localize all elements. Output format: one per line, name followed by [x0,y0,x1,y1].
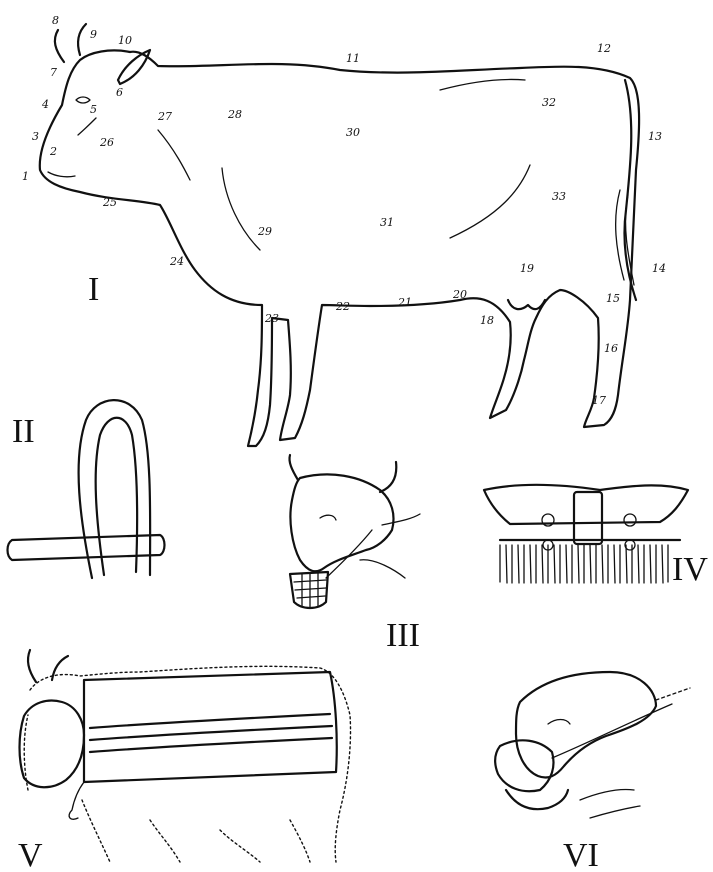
part-number: 29 [257,225,272,238]
cow-horn [52,656,68,680]
figure-iii-muzzled-head: III [289,455,420,654]
part-number: 17 [592,394,606,407]
part-number: 33 [552,190,566,203]
part-number: 30 [346,126,360,139]
comb-rivet [624,514,636,526]
head-eye [320,515,336,520]
figure-label-iii: III [386,617,420,654]
muzzle-strap [326,530,372,578]
part-number: 16 [604,342,618,355]
part-number: 14 [652,262,666,275]
part-number: 19 [520,262,534,275]
neck-line [360,514,420,578]
cow-horn [28,650,36,682]
part-number: 21 [397,296,412,309]
bow-outer [79,400,151,578]
muzzle-weave [294,573,326,608]
figure-i-cow: 1 2 3 4 5 6 7 8 9 10 11 12 13 14 15 16 1… [22,14,666,446]
part-number: 32 [542,96,556,109]
jaw [506,790,568,809]
part-number: 6 [116,86,123,99]
figure-vi-masked-head: VI [495,672,690,872]
part-number: 8 [52,14,59,27]
neck-line [580,789,640,818]
cow-horn-left [55,30,64,62]
blanket-stripe-3 [90,738,332,752]
contour-chest [222,168,260,250]
part-number: 4 [41,98,49,111]
head-outline [290,474,393,571]
cow-dotted-outline [24,666,350,862]
part-number: 28 [227,108,242,121]
cow-udder [508,300,545,309]
contour-shoulder [158,130,190,180]
part-number: 12 [597,42,611,55]
part-number: 13 [648,130,662,143]
part-number: 22 [335,300,350,313]
part-number: 5 [90,103,97,116]
comb-bristles [500,545,668,583]
figure-label-ii: II [12,413,35,450]
blanket-stripe-1 [90,714,330,728]
mask-strap-dashed [656,688,690,700]
part-number: 24 [169,255,184,268]
part-number: 3 [32,130,39,143]
bow-inner [96,418,138,575]
figure-iv-curry-comb: IV [484,485,708,588]
figure-label-i: I [88,271,99,308]
head-eye [548,720,570,725]
part-number: 20 [452,288,467,301]
cow-head-shape [20,701,85,788]
part-number: 25 [102,196,117,209]
cow-mouth [48,172,75,177]
contour-belly [450,165,530,238]
figure-label-vi: VI [563,837,599,872]
contour-face [78,118,96,135]
mask-strap [552,704,672,758]
part-number: 31 [380,216,394,229]
part-number: 23 [264,312,279,325]
part-number: 9 [90,28,97,41]
part-number: 1 [22,170,29,183]
figure-label-v: V [18,837,43,872]
comb-handle-clip [574,492,602,544]
head-horn-right [380,462,396,492]
cow-horn-right [78,24,86,55]
part-number: 27 [157,110,172,123]
cow-outline [40,50,639,446]
head-outline [516,672,656,778]
part-number: 18 [480,314,494,327]
part-number: 26 [99,136,114,149]
figure-v-blanketed-cow: V [18,650,351,872]
part-number: 2 [49,145,57,158]
comb-back-plate [484,485,688,524]
figure-label-iv: IV [672,551,708,588]
figure-ii-bow-yoke: II [8,400,165,578]
part-number: 11 [346,52,360,65]
head-horn-left [289,455,298,480]
contour-hip [440,79,525,90]
part-number: 10 [118,34,132,47]
cow-eye [76,97,90,103]
blanket-stripe-2 [90,726,332,740]
part-number: 15 [606,292,620,305]
part-number: 7 [50,66,57,79]
